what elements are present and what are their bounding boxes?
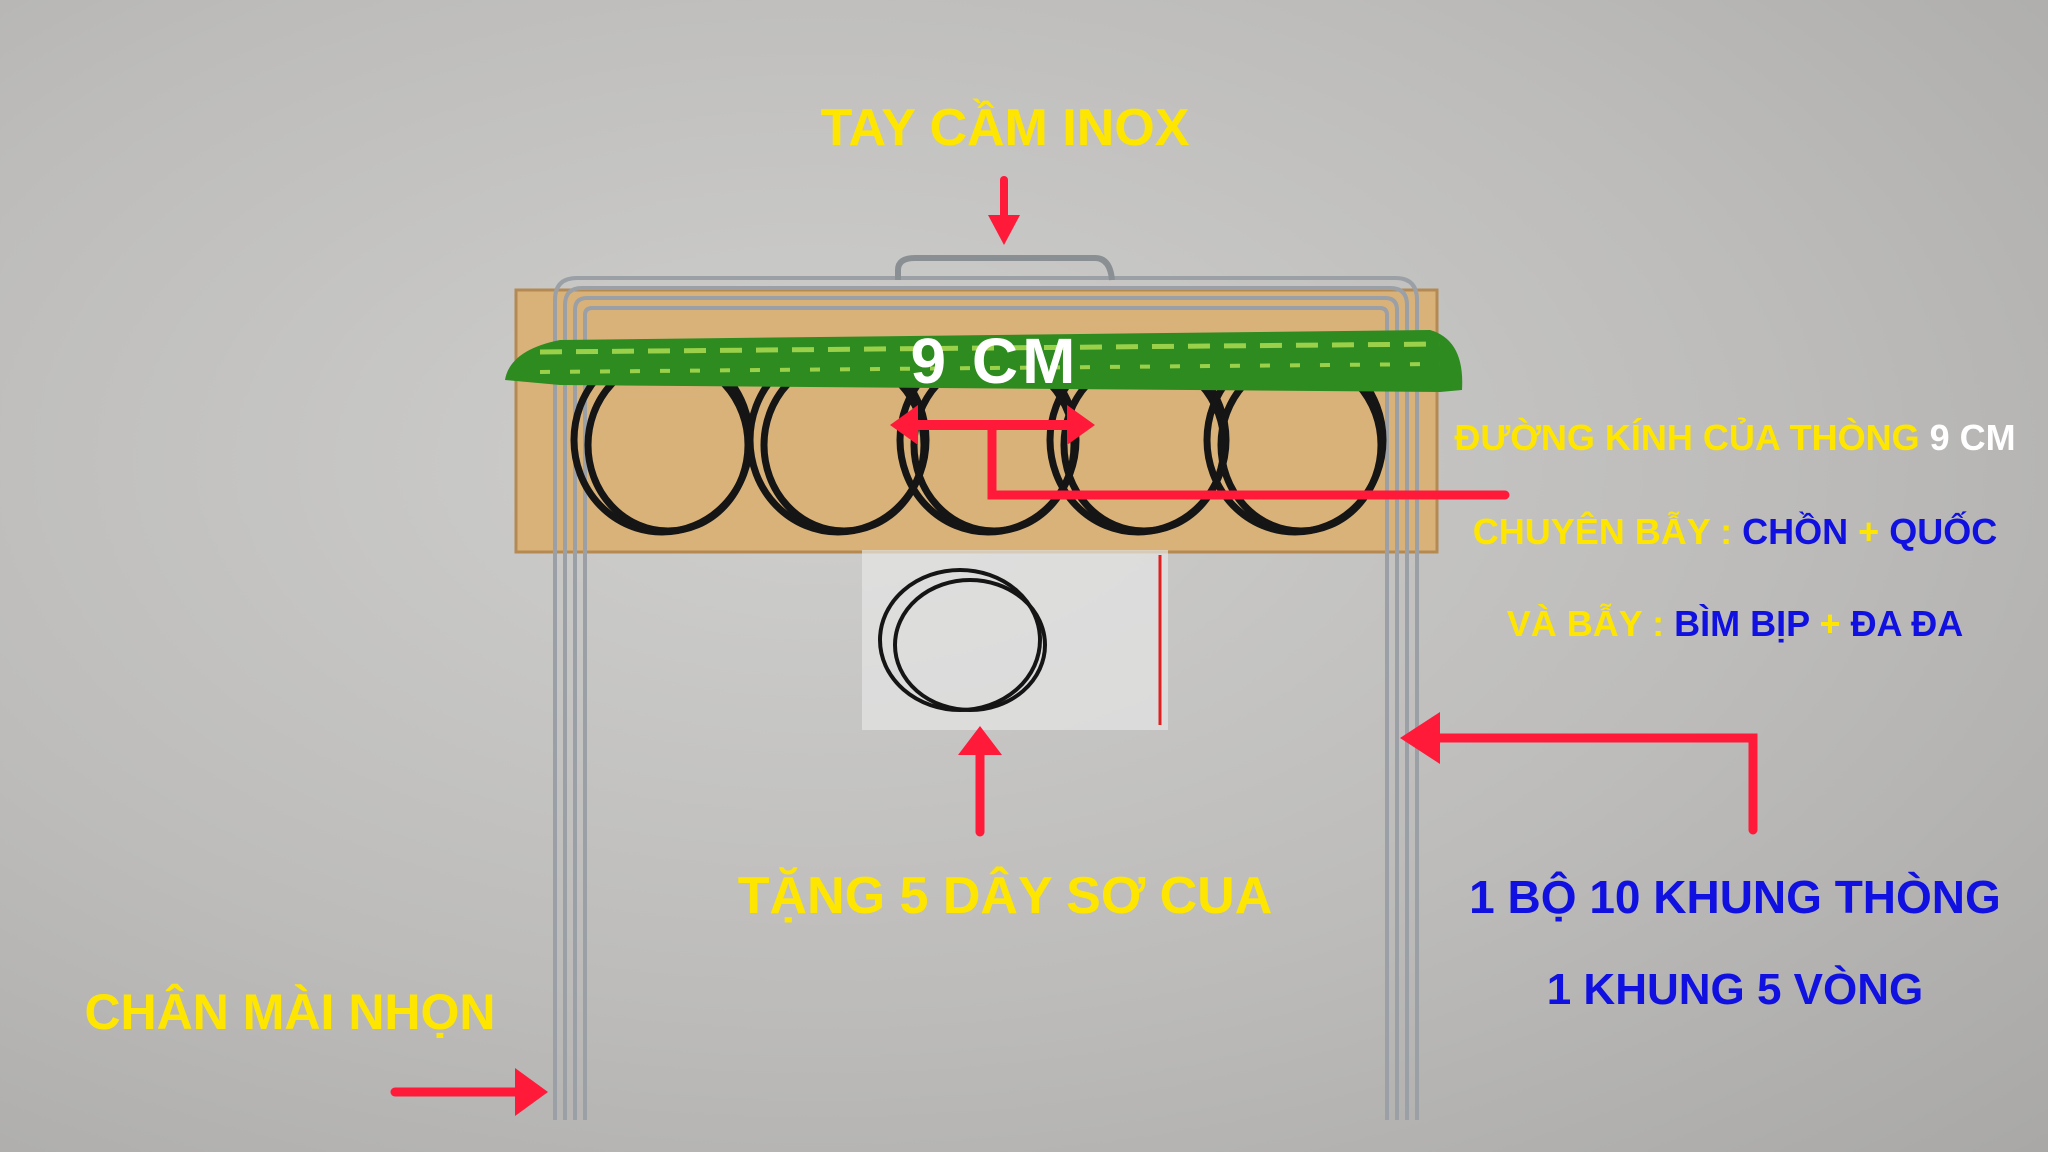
diameter-text: ĐƯỜNG KÍNH CỦA THÒNG — [1454, 417, 1920, 458]
arrows — [390, 176, 1758, 1116]
plus-sign: + — [1858, 511, 1880, 552]
green-strap — [505, 330, 1463, 392]
gift-label: TẶNG 5 DÂY SƠ CUA — [737, 867, 1273, 925]
strap-size-label: 9 CM — [910, 325, 1080, 397]
set-title: 1 BỘ 10 KHUNG THÒNG — [1469, 871, 2001, 923]
sharp-legs-label: CHÂN MÀI NHỌN — [84, 984, 496, 1040]
also-prefix: VÀ BẪY : — [1506, 603, 1665, 644]
handle-label: TAY CẦM INOX — [820, 99, 1190, 157]
metal-frame — [553, 276, 1419, 1120]
specialty-line: CHUYÊN BẪY : CHỒN + QUỐC — [1430, 512, 2040, 552]
specialty-target-2: QUỐC — [1889, 511, 1998, 552]
arrow-frame — [1425, 733, 1758, 835]
steel-handle — [895, 255, 1115, 281]
arrow-connector — [987, 420, 1510, 500]
also-target-2: ĐA ĐA — [1850, 603, 1964, 644]
specialty-prefix: CHUYÊN BẪY : — [1472, 511, 1733, 552]
diameter-value: 9 CM — [1929, 417, 2016, 458]
also-line: VÀ BẪY : BÌM BỊP + ĐA ĐA — [1430, 604, 2040, 644]
set-subtitle: 1 KHUNG 5 VÒNG — [1546, 965, 1924, 1014]
plus-sign-2: + — [1819, 603, 1841, 644]
gift-bag — [862, 550, 1168, 730]
also-target-1: BÌM BỊP — [1674, 603, 1810, 644]
diameter-line: ĐƯỜNG KÍNH CỦA THÒNG 9 CM — [1430, 418, 2040, 458]
specialty-target-1: CHỒN — [1742, 511, 1849, 552]
